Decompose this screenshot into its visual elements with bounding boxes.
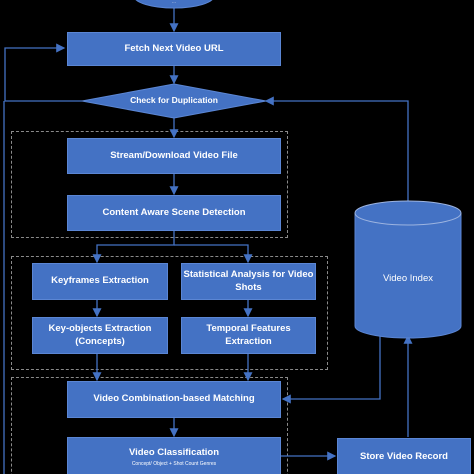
edge-index-matching (281, 336, 381, 404)
node-temporal: Temporal Features Extraction (181, 317, 316, 354)
classification-subtitle: Concept/ Object + Shot Count Genres (131, 460, 217, 467)
edge-scene-split (92, 231, 175, 264)
node-fetch: Fetch Next Video URL (67, 32, 281, 66)
node-keyobj: Key-objects Extraction (Concepts) (32, 317, 168, 354)
video-index-cylinder (354, 200, 462, 339)
edge-dup-loop (4, 43, 82, 102)
start-node (135, 0, 213, 9)
group-matching (11, 377, 288, 474)
edge-index-dup (264, 96, 409, 202)
node-stream: Stream/Download Video File (67, 138, 281, 174)
node-matching: Video Combination-based Matching (67, 381, 281, 418)
edge-scene-stats (174, 244, 253, 264)
node-scene: Content Aware Scene Detection (67, 195, 281, 231)
node-index-label: Video Index (382, 272, 433, 284)
node-stats: Statistical Analysis for Video Shots (181, 263, 316, 300)
node-keyframes: Keyframes Extraction (32, 263, 168, 300)
node-classification: Video Classification Concept/ Object + S… (67, 437, 281, 474)
group-acquisition (11, 131, 288, 238)
node-store: Store Video Record (337, 438, 471, 474)
classification-title: Video Classification (128, 446, 220, 458)
start-node-label: ··· (171, 0, 177, 6)
node-dup-label: Check for Duplication (130, 95, 218, 106)
group-feature-extraction (11, 256, 328, 370)
dup-diamond (81, 83, 267, 119)
